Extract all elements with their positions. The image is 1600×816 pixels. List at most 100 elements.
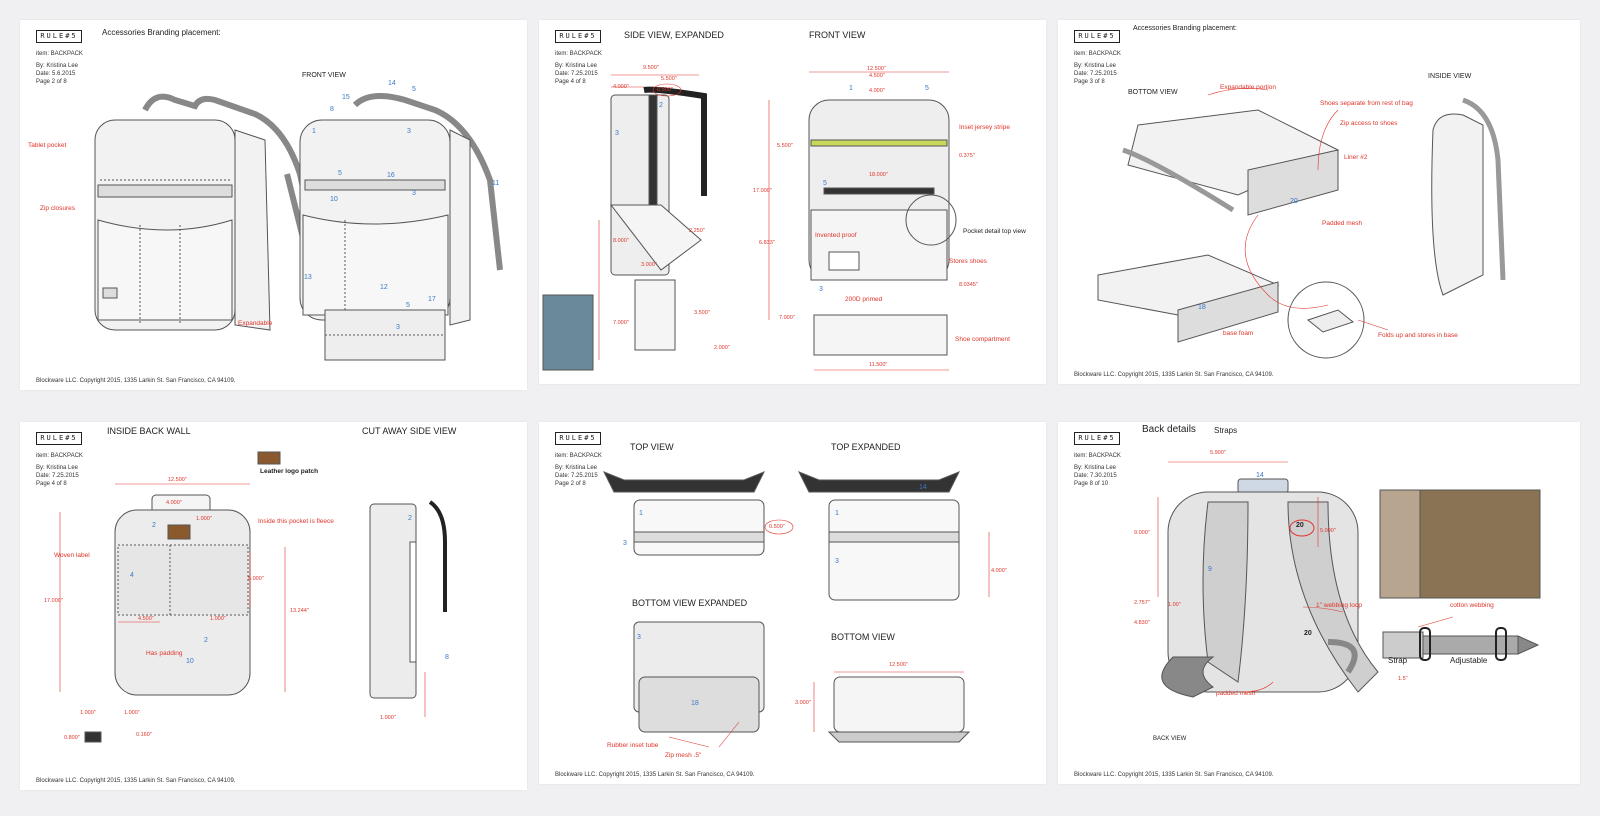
view-label: CUT AWAY SIDE VIEW [362, 426, 457, 436]
dimension: 5.000" [248, 576, 264, 582]
dimension: 0.160" [136, 732, 152, 738]
callout-zip-closures: Zip closures [40, 205, 76, 212]
part-number: 11 [492, 180, 500, 187]
dimension: 2.757" [1134, 600, 1150, 606]
part-number: 3 [623, 540, 627, 547]
callout-cotton-webbing: cotton webbing [1450, 602, 1494, 609]
backpack-illustration [59, 451, 447, 743]
dimension: 6.833" [759, 240, 775, 246]
part-number: 1 [639, 510, 643, 517]
dimension: 12.500" [867, 66, 886, 72]
callout-padded-mesh: Padded mesh [1322, 220, 1363, 227]
strap-label: Strap [1388, 656, 1408, 665]
dimension: 0.800" [64, 735, 80, 741]
dimension: 1.000" [196, 516, 212, 522]
copyright: Blockware LLC. Copyright 2015, 1335 Lark… [555, 772, 755, 778]
part-number: 1 [835, 510, 839, 517]
dimension: 4.830" [1134, 620, 1150, 626]
view-label: INSIDE BACK WALL [107, 426, 191, 436]
dimension: 5.000" [1320, 528, 1336, 534]
callout-shoe-compartment: Shoe compartment [955, 336, 1010, 343]
callout-webbing-loop: 1" webbing loop [1316, 602, 1363, 609]
dimension: 5.500" [661, 76, 677, 82]
copyright: Blockware LLC. Copyright 2015, 1335 Lark… [36, 378, 236, 384]
part-number: 5 [823, 180, 827, 187]
adjustable-label: Adjustable [1450, 656, 1488, 665]
dimension: 9.000" [1134, 530, 1150, 536]
dimension: 8.000" [613, 238, 629, 244]
dimension: 17.000" [44, 598, 63, 604]
callout-expandable-portion: Expandable portion [1220, 84, 1277, 91]
callout-jersey-stripe: Inset jersey stripe [959, 124, 1010, 131]
dimension: 8.0345" [959, 282, 978, 288]
callout-zip-mesh: Zip mesh .5" [665, 752, 702, 759]
part-number: 5 [925, 85, 929, 92]
part-number: 17 [428, 296, 436, 303]
part-number: 2 [152, 522, 156, 529]
dimension: 13.244" [290, 608, 309, 614]
dimension: 17.000" [753, 188, 772, 194]
backpack-illustration [542, 71, 957, 371]
dimension: 2.000" [714, 345, 730, 351]
copyright: Blockware LLC. Copyright 2015, 1335 Lark… [1074, 372, 1274, 378]
part-number: 3 [615, 130, 619, 137]
backpack-illustration [1157, 461, 1541, 698]
callout-liner: Liner #2 [1344, 154, 1368, 161]
part-number: 4 [130, 572, 134, 579]
dimension: 7.000" [613, 320, 629, 326]
part-number: 14 [919, 484, 927, 491]
backpack-illustration [602, 471, 990, 748]
callout-rubber-tube: Rubber inset tube [607, 742, 659, 749]
view-label: BACK VIEW [1153, 736, 1187, 742]
part-number: 18 [691, 700, 699, 707]
brand-logo: RULE#5 [36, 30, 82, 43]
view-label: TOP VIEW [630, 442, 674, 452]
callout-stores-shoes: Stores shoes [949, 258, 987, 265]
view-label: SIDE VIEW, EXPANDED [624, 30, 724, 40]
dimension: 18.000" [869, 172, 888, 178]
part-number: 8 [330, 106, 334, 113]
dimension: 4.000" [991, 568, 1007, 574]
brand-logo: RULE#5 [36, 432, 82, 445]
callout-expandable: Expandable [238, 320, 273, 327]
callout-padding: Has padding [146, 650, 183, 657]
dimension: 0.500" [657, 87, 673, 93]
dimension: 1.000" [210, 616, 226, 622]
part-number: 12 [380, 284, 388, 291]
part-number: 8 [445, 654, 449, 661]
part-number: 16 [387, 172, 395, 179]
dimension: 11.500" [869, 362, 888, 368]
straps-label: Straps [1214, 426, 1238, 435]
part-number: 1 [312, 128, 316, 135]
sheet-title: Back details [1142, 424, 1196, 435]
sheet-title: Accessories Branding placement: [1133, 25, 1237, 32]
brand-logo: RULE#5 [1074, 30, 1120, 43]
dimension: 4.500" [869, 73, 885, 79]
part-number: 14 [1256, 472, 1264, 479]
dimension: 2.250" [689, 228, 705, 234]
dimension: 5.500" [777, 143, 793, 149]
dimension: 4.000" [166, 500, 182, 506]
backpack-illustration [1097, 88, 1506, 359]
part-number: 18 [1198, 304, 1206, 311]
sheet-title: Accessories Branding placement: [102, 28, 221, 37]
callout-woven-label: Woven label [54, 552, 90, 559]
part-number: 3 [412, 190, 416, 197]
callout-primed: 200D primed [845, 296, 883, 303]
view-label: BOTTOM VIEW [1128, 89, 1178, 96]
dimension: 4.000" [869, 88, 885, 94]
part-number: 9 [1208, 566, 1212, 573]
view-label: BOTTOM VIEW EXPANDED [632, 598, 748, 608]
part-number: 15 [342, 94, 350, 101]
dimension: 0.375" [959, 153, 975, 159]
callout-folds-up: Folds up and stores in base [1378, 332, 1458, 339]
copyright: Blockware LLC. Copyright 2015, 1335 Lark… [1074, 772, 1274, 778]
dimension: 5.900" [1210, 450, 1226, 456]
